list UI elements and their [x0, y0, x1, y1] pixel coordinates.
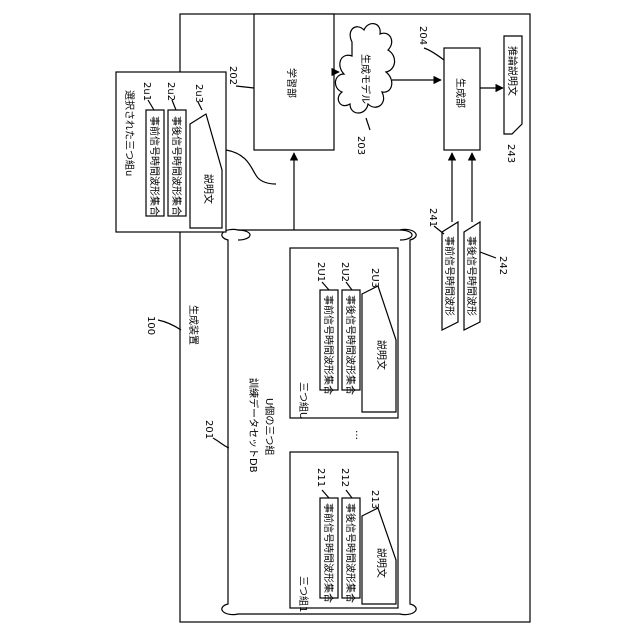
- triplet-u-ref-2: 2U2: [339, 262, 350, 282]
- inferred-explanation-label: 推論説明文: [506, 46, 519, 96]
- triplet-1-post-waveform-label: 事後信号時間波形集合: [344, 503, 357, 603]
- selected-pre-waveform-label: 事前信号時間波形集合: [148, 116, 161, 216]
- training-db-ref: 201: [203, 420, 214, 439]
- generator-unit-label: 生成部: [454, 78, 467, 108]
- triplet-u-description-label: 説明文: [375, 340, 388, 370]
- learning-unit-label: 学習部: [285, 68, 298, 98]
- triplet-1-pre-waveform-label: 事前信号時間波形集合: [322, 503, 335, 603]
- device-ref: 100: [145, 316, 156, 335]
- triplet-u-ref-3: 2U3: [369, 268, 380, 288]
- triplet-1-ref-2: 212: [339, 468, 350, 487]
- selected-ref-1: 2u1: [141, 82, 152, 101]
- training-db-title: 訓練データセットDB: [247, 378, 260, 473]
- device-label: 生成装置: [187, 305, 200, 345]
- triplet-u-post-waveform-label: 事後信号時間波形集合: [344, 295, 357, 395]
- selected-ref-2: 2u2: [165, 82, 176, 101]
- selected-description-label: 説明文: [202, 174, 215, 204]
- triplet-1-name: 三つ組1: [297, 576, 310, 612]
- triplet-1-ref-1: 211: [315, 468, 326, 487]
- selected-ref-3: 2u3: [193, 84, 204, 103]
- pre-waveform-ref: 241: [427, 208, 438, 227]
- learning-unit-ref: 202: [227, 66, 238, 85]
- triplet-1-description-label: 説明文: [375, 548, 388, 578]
- pre-waveform-label: 事前信号時間波形: [443, 236, 456, 316]
- generative-model-ref: 203: [355, 136, 366, 155]
- training-db-subtitle: U個の三つ組: [263, 398, 276, 455]
- post-waveform-ref: 242: [497, 256, 508, 275]
- selected-triplet-name: 選択された三つ組u: [123, 90, 136, 176]
- generative-model-label: 生成モデル: [359, 54, 372, 104]
- post-waveform-label: 事後信号時間波形: [465, 236, 478, 316]
- generator-unit-ref: 204: [417, 26, 428, 45]
- triplet-u-pre-waveform-label: 事前信号時間波形集合: [322, 295, 335, 395]
- triplet-u-ref-1: 2U1: [315, 262, 326, 282]
- inferred-explanation-ref: 243: [505, 144, 516, 163]
- triplet-u-name: 三つ組U: [297, 382, 310, 419]
- selected-post-waveform-label: 事後信号時間波形集合: [170, 116, 183, 216]
- triplet-ellipsis: …: [353, 430, 364, 440]
- triplet-1-ref-3: 213: [369, 490, 380, 509]
